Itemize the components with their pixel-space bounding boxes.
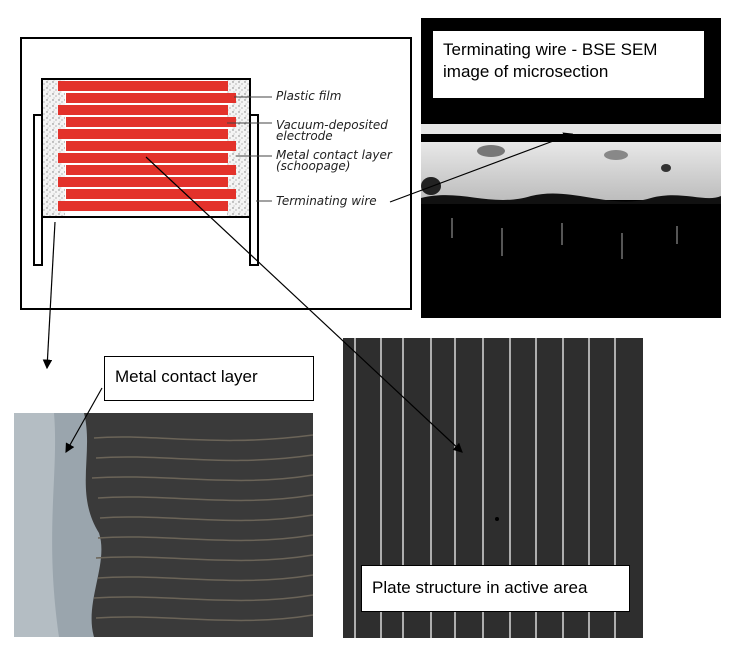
label-electrode: Vacuum-deposited electrode — [276, 118, 388, 143]
metal-contact-photo — [14, 413, 313, 637]
label-metal-contact: Metal contact layer (schoopage) — [276, 148, 392, 173]
label-plastic-film: Plastic film — [276, 89, 342, 103]
arrow-to-sem — [389, 132, 574, 203]
film-layers — [58, 81, 236, 211]
metal-contact-callout: Metal contact layer — [104, 356, 314, 401]
arrow-down-left — [42, 221, 56, 370]
electrodes — [62, 91, 232, 201]
label-leaders — [227, 96, 272, 202]
sem-callout: Terminating wire - BSE SEM image of micr… — [432, 30, 705, 99]
right-contact-layer — [227, 80, 249, 216]
arrow-to-contact-layer — [65, 387, 103, 454]
left-terminating-wire — [33, 114, 43, 266]
capacitor-schematic — [33, 78, 272, 266]
capacitor-schematic-frame — [20, 37, 412, 310]
plate-structure-callout: Plate structure in active area — [361, 565, 630, 612]
right-terminating-wire — [249, 114, 259, 266]
arrow-to-plate-structure — [145, 156, 463, 453]
label-terminating-wire: Terminating wire — [276, 194, 377, 208]
